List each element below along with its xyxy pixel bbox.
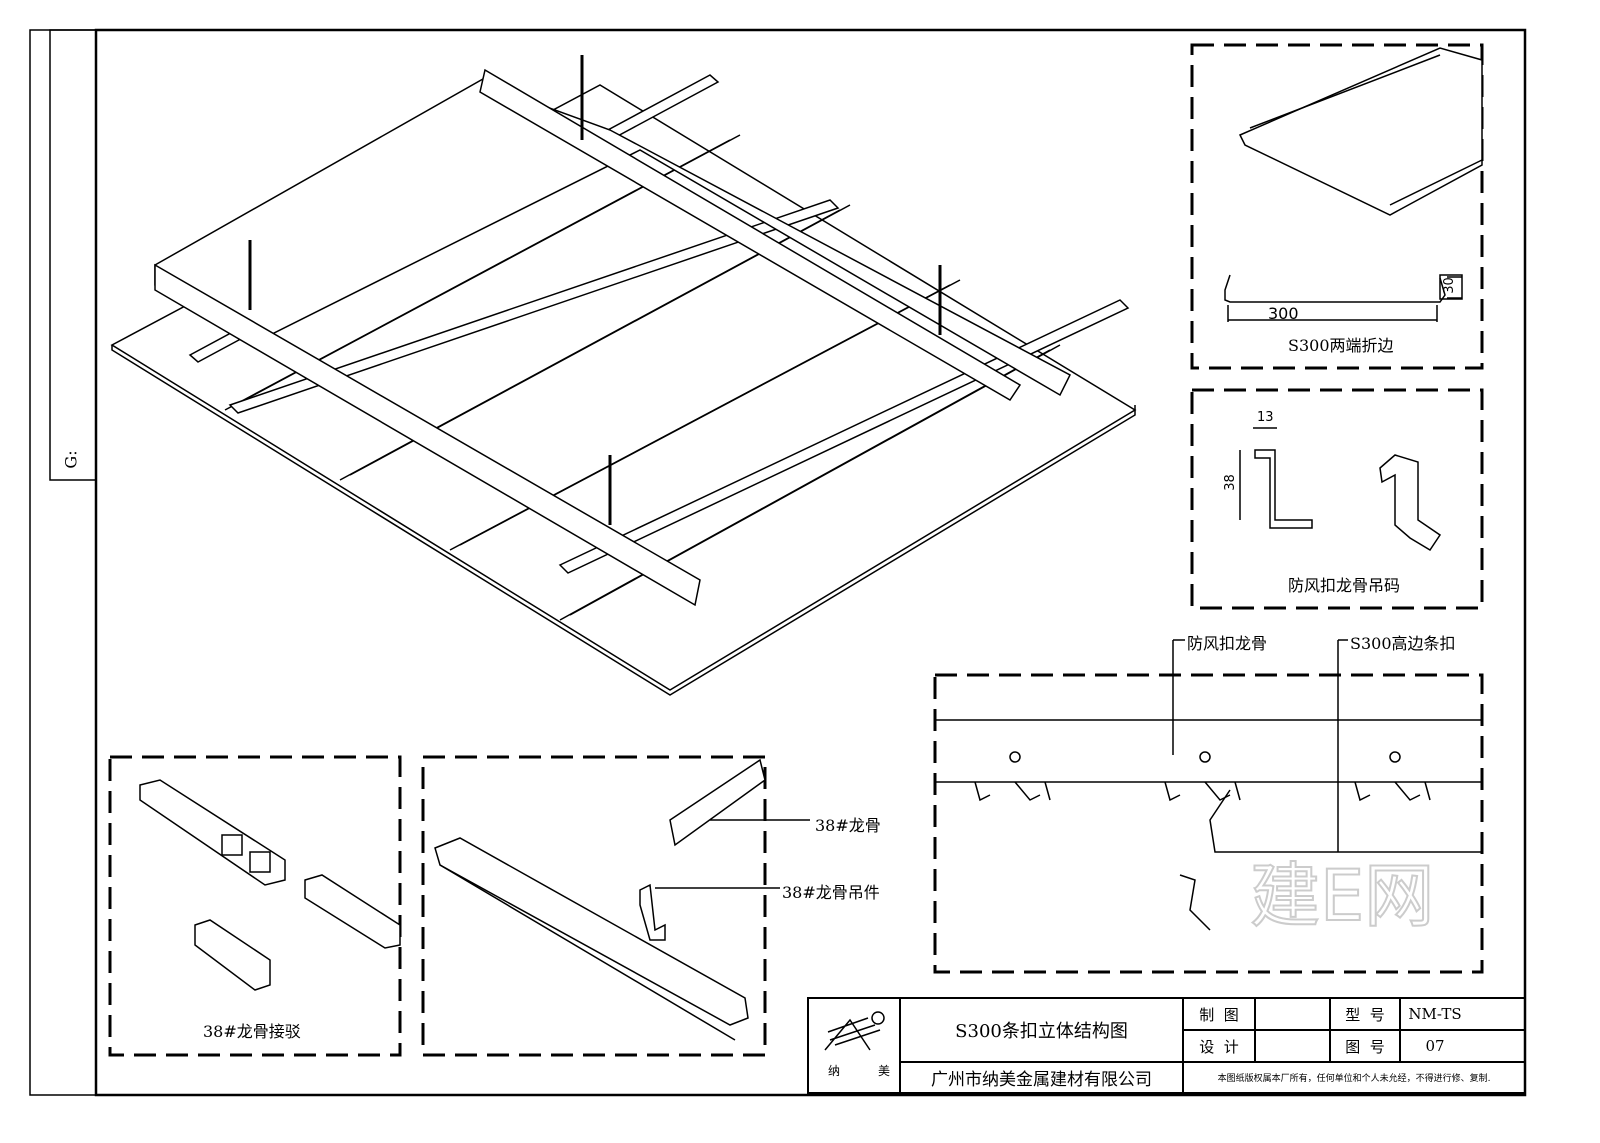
clip-caption: 防风扣龙骨吊码 [1288, 576, 1401, 595]
side-strip-label: G: [61, 450, 81, 469]
drawing-no-value: 07 [1425, 1037, 1445, 1055]
edge-dim-width: 300 [1268, 304, 1299, 323]
panel-joint-box [108, 755, 402, 1057]
model-value: NM-TS [1408, 1005, 1462, 1023]
copyright-notice: 本图纸版权属本厂所有，任何单位和个人未允经，不得进行修、复制. [1217, 1074, 1491, 1084]
watermark: 建E网 [1250, 855, 1434, 937]
side-strip [49, 29, 97, 481]
company-name: 广州市纳美金属建材有限公司 [931, 1070, 1152, 1090]
drawing-title: S300条扣立体结构图 [955, 1021, 1128, 1042]
panel-clip-box [1190, 388, 1484, 610]
edge-caption: S300两端折边 [1288, 336, 1394, 355]
parts-callout-keel: 38#龙骨 [815, 816, 881, 835]
joint-caption: 38#龙骨接驳 [203, 1022, 301, 1041]
designed-by-label: 设 计 [1199, 1037, 1239, 1056]
panel-edge-box [1190, 43, 1484, 370]
inner-frame [94, 28, 1527, 1097]
logo-text-left: 纳 [828, 1064, 841, 1078]
section-callout-keel: 防风扣龙骨 [1187, 634, 1268, 653]
edge-dim-height: 30 [1441, 277, 1457, 294]
main-isometric-drawing [110, 55, 1137, 696]
model-label: 型 号 [1345, 1005, 1385, 1024]
panel-parts-box [421, 755, 767, 1057]
panel-section-box [933, 673, 1484, 974]
drawn-by-label: 制 图 [1199, 1005, 1239, 1024]
section-callout-strip: S300高边条扣 [1350, 634, 1456, 653]
clip-dim-width: 13 [1257, 410, 1274, 425]
company-logo [824, 1011, 885, 1051]
parts-callout-hanger: 38#龙骨吊件 [782, 883, 880, 902]
logo-text-right: 美 [878, 1064, 891, 1078]
drawing-no-label: 图 号 [1345, 1037, 1385, 1056]
clip-dim-height: 38 [1222, 474, 1238, 491]
